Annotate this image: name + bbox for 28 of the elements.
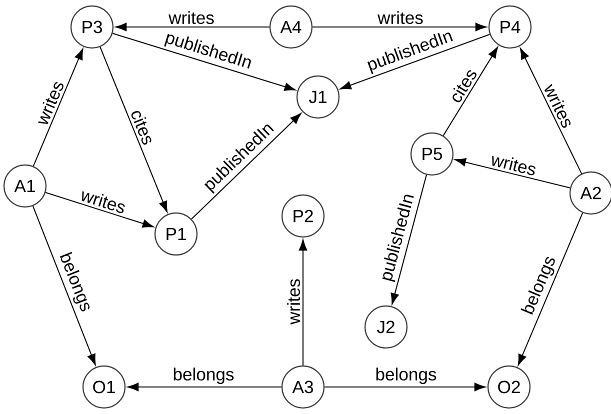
arrow <box>32 206 96 366</box>
edge-label: belongs <box>60 252 90 312</box>
edge-label: writes <box>82 191 125 214</box>
edge-label: cites <box>131 110 152 145</box>
arrow <box>340 34 490 90</box>
edge-label: writes <box>287 279 300 324</box>
arrow <box>390 174 427 304</box>
arrow <box>100 46 168 212</box>
arrow <box>32 48 84 166</box>
edge-label: writes <box>378 11 423 24</box>
edge-label: writes <box>544 84 571 128</box>
arrow <box>112 32 296 91</box>
arrow <box>127 382 282 392</box>
arrow <box>454 158 570 188</box>
arrow <box>191 113 302 220</box>
arrow <box>298 239 308 366</box>
arrow <box>324 382 486 392</box>
arrow <box>520 48 582 174</box>
edge-label: writes <box>168 11 214 24</box>
edge-label: belongs <box>376 368 436 384</box>
arrow <box>518 212 584 366</box>
edge-label: writes <box>38 82 64 124</box>
arrow <box>115 22 270 32</box>
arrow <box>312 22 487 32</box>
edge-label: belongs <box>174 368 234 384</box>
edge-label: writes <box>492 156 536 176</box>
arrow <box>45 192 154 228</box>
arrow <box>442 46 498 136</box>
